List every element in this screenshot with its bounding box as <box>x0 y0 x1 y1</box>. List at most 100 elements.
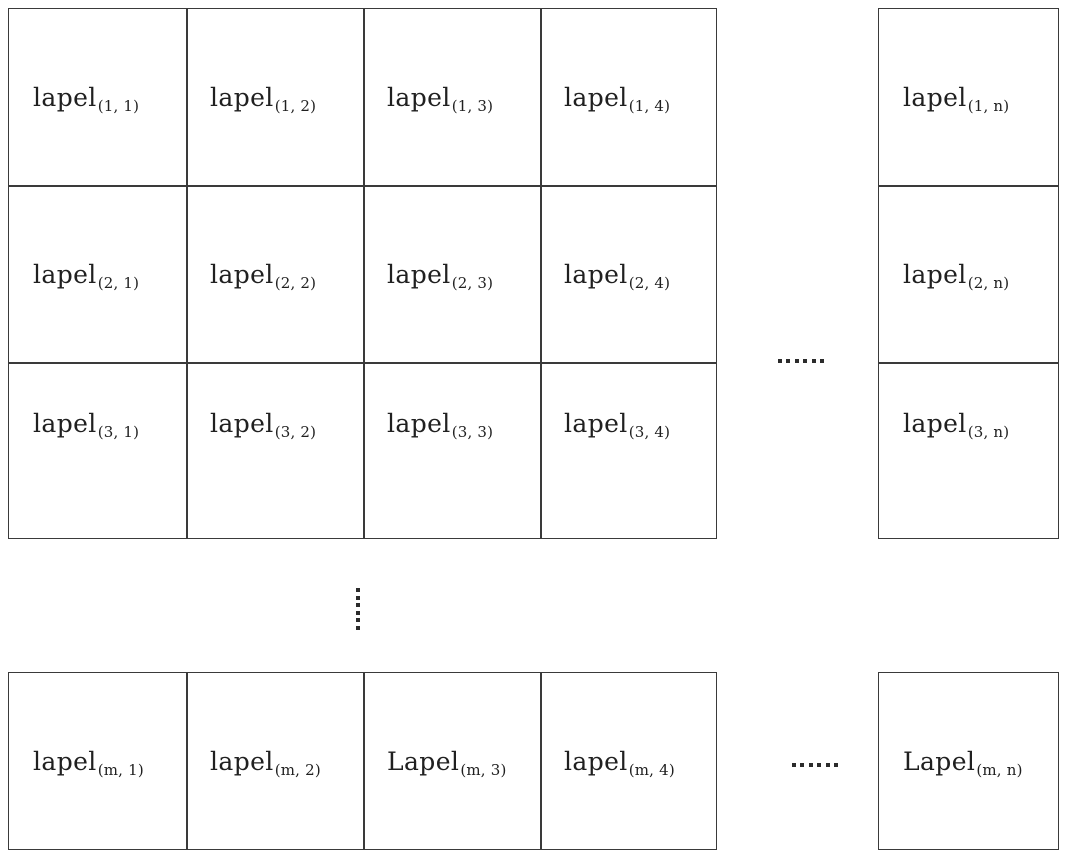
grid-cell-r3c2: lapel(3, 2) <box>187 363 364 539</box>
ellipsis-dot <box>356 610 360 615</box>
grid-cell-rmc1: lapel(m, 1) <box>8 672 187 850</box>
ellipsis-dot <box>356 595 360 600</box>
label-base: lapel <box>387 82 451 112</box>
ellipsis-dot <box>803 359 808 363</box>
label-base: lapel <box>564 746 628 776</box>
grid-cell-r1c4: lapel(1, 4) <box>541 8 717 186</box>
grid-cell-rmc2: lapel(m, 2) <box>187 672 364 850</box>
grid-cell-label: Lapel(m, 3) <box>387 746 506 778</box>
grid-cell-r3c1: lapel(3, 1) <box>8 363 187 539</box>
label-subscript: (2, 4) <box>628 274 671 292</box>
grid-cell-r2cn: lapel(2, n) <box>878 186 1059 363</box>
ellipsis-dot <box>356 625 360 630</box>
grid-cell-label: lapel(3, 3) <box>387 408 493 440</box>
grid-cell-label: lapel(3, 4) <box>564 408 670 440</box>
grid-cell-label: lapel(2, n) <box>903 262 1009 291</box>
ellipsis-dot <box>356 603 360 608</box>
grid-cell-label: lapel(m, 4) <box>564 746 675 778</box>
ellipsis-dot <box>786 359 791 363</box>
ellipsis-dot <box>811 359 816 363</box>
label-subscript: (1, n) <box>967 96 1010 115</box>
label-base: lapel <box>33 746 97 776</box>
grid-cell-r3cn: lapel(3, n) <box>878 363 1059 539</box>
grid-cell-r2c4: lapel(2, 4) <box>541 186 717 363</box>
grid-cell-label: lapel(m, 2) <box>210 746 321 778</box>
grid-cell-r2c3: lapel(2, 3) <box>364 186 541 363</box>
label-base: lapel <box>33 408 97 438</box>
grid-cell-label: lapel(1, 1) <box>33 82 139 114</box>
grid-cell-label: lapel(3, 2) <box>210 408 316 440</box>
ellipsis-dot <box>356 588 360 592</box>
label-subscript: (3, 4) <box>628 422 671 441</box>
ellipsis-dot <box>825 763 830 767</box>
grid-cell-label: lapel(1, 2) <box>210 82 316 114</box>
label-base: Lapel <box>903 746 976 776</box>
grid-cell-label: lapel(2, 3) <box>387 260 493 291</box>
label-base: lapel <box>210 82 274 112</box>
label-subscript: (1, 4) <box>628 96 671 115</box>
ellipsis-dot <box>356 618 360 623</box>
label-subscript: (3, 3) <box>451 422 494 441</box>
label-subscript: (m, n) <box>976 760 1023 779</box>
grid-cell-label: lapel(3, n) <box>903 408 1009 440</box>
label-subscript: (3, n) <box>967 422 1010 441</box>
grid-cell-label: lapel(2, 2) <box>210 260 316 291</box>
label-subscript: (1, 2) <box>274 96 317 115</box>
label-subscript: (2, 1) <box>97 274 140 292</box>
ellipsis-dot <box>808 763 813 767</box>
label-subscript: (2, 3) <box>451 274 494 292</box>
grid-cell-r3c3: lapel(3, 3) <box>364 363 541 539</box>
grid-cell-rmc4: lapel(m, 4) <box>541 672 717 850</box>
horizontal-ellipsis-top <box>778 358 824 364</box>
ellipsis-dot <box>833 763 838 767</box>
grid-cell-label: lapel(m, 1) <box>33 746 144 778</box>
label-base: lapel <box>903 408 967 438</box>
label-base: lapel <box>210 408 274 438</box>
grid-cell-r1c1: lapel(1, 1) <box>8 8 187 186</box>
label-base: lapel <box>564 260 628 289</box>
grid-cell-label: lapel(1, 4) <box>564 82 670 114</box>
grid-cell-label: lapel(3, 1) <box>33 408 139 440</box>
ellipsis-dot <box>792 763 796 767</box>
label-subscript: (3, 2) <box>274 422 317 441</box>
grid-cell-label: lapel(1, n) <box>903 82 1009 114</box>
label-subscript: (m, 1) <box>97 760 144 779</box>
grid-cell-label: Lapel(m, n) <box>903 746 1022 778</box>
label-base: lapel <box>564 82 628 112</box>
ellipsis-dot <box>794 359 799 363</box>
vertical-ellipsis-middle <box>355 588 361 630</box>
label-base: lapel <box>387 408 451 438</box>
grid-cell-rmc3: Lapel(m, 3) <box>364 672 541 850</box>
label-base: lapel <box>903 82 967 112</box>
label-subscript: (2, n) <box>967 274 1010 292</box>
label-base: lapel <box>210 260 274 289</box>
label-subscript: (m, 3) <box>460 760 507 779</box>
label-base: lapel <box>387 260 451 289</box>
grid-cell-r3c4: lapel(3, 4) <box>541 363 717 539</box>
label-subscript: (2, 2) <box>274 274 317 292</box>
label-base: lapel <box>210 746 274 776</box>
grid-cell-label: lapel(1, 3) <box>387 82 493 114</box>
grid-cell-rmcn: Lapel(m, n) <box>878 672 1059 850</box>
ellipsis-dot <box>819 359 824 363</box>
ellipsis-dot <box>817 763 822 767</box>
grid-cell-r1c2: lapel(1, 2) <box>187 8 364 186</box>
label-base: lapel <box>564 408 628 438</box>
label-base: lapel <box>33 260 97 289</box>
label-subscript: (m, 4) <box>628 760 675 779</box>
grid-cell-label: lapel(2, 1) <box>33 260 139 291</box>
label-subscript: (m, 2) <box>274 760 321 779</box>
horizontal-ellipsis-bottom <box>792 762 838 768</box>
grid-cell-r1c3: lapel(1, 3) <box>364 8 541 186</box>
label-base: lapel <box>33 82 97 112</box>
label-base: Lapel <box>387 746 460 776</box>
ellipsis-dot <box>800 763 805 767</box>
grid-cell-r2c2: lapel(2, 2) <box>187 186 364 363</box>
grid-cell-r2c1: lapel(2, 1) <box>8 186 187 363</box>
label-subscript: (1, 1) <box>97 96 140 115</box>
label-subscript: (3, 1) <box>97 422 140 441</box>
grid-cell-r1cn: lapel(1, n) <box>878 8 1059 186</box>
grid-cell-label: lapel(2, 4) <box>564 260 670 291</box>
ellipsis-dot <box>778 359 782 363</box>
